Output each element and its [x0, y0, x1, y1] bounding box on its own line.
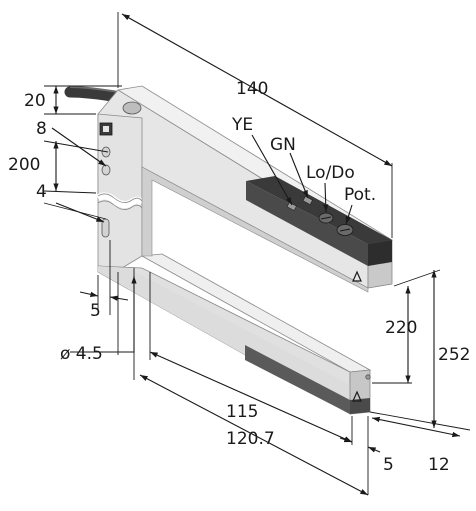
label-gn: GN: [270, 135, 296, 155]
dim-4: 4: [36, 182, 47, 202]
dim-252: 252: [438, 345, 470, 365]
spine-hole-2: [101, 164, 111, 176]
cable: [64, 86, 124, 103]
dim-120-7: 120.7: [226, 429, 275, 449]
green-led: [302, 195, 313, 205]
label-pot: Pot.: [344, 185, 376, 205]
warning-triangle-top: [352, 270, 362, 282]
label-ye: YE: [231, 115, 253, 135]
dim-5-slot: 5: [90, 301, 101, 321]
dim-20: 20: [24, 91, 46, 111]
spine-break: [96, 192, 145, 209]
dim-200: 200: [8, 155, 40, 175]
dim-8: 8: [36, 119, 47, 139]
sensor-body: [64, 85, 394, 415]
dim-5-lower: 5: [383, 455, 394, 475]
component-labels: YE GN Lo/Do Pot.: [231, 115, 376, 205]
dim-diameter: ø 4.5: [60, 344, 103, 364]
label-lo-do: Lo/Do: [306, 163, 355, 183]
dim-220: 220: [385, 318, 417, 338]
dim-140: 140: [236, 79, 268, 99]
lower-arm-screw: [365, 374, 371, 380]
dimension-lines: [51, 13, 461, 496]
dim-12: 12: [428, 455, 450, 475]
top-mount-hole: [122, 101, 142, 115]
dimension-labels: 140 20 8 200 4 5 ø 4.5 115 120.7 5 12 22…: [8, 79, 470, 475]
dim-115: 115: [226, 402, 258, 422]
fork-gap: [141, 166, 369, 293]
spine-front-face: [97, 113, 143, 269]
control-panel: [246, 176, 392, 244]
